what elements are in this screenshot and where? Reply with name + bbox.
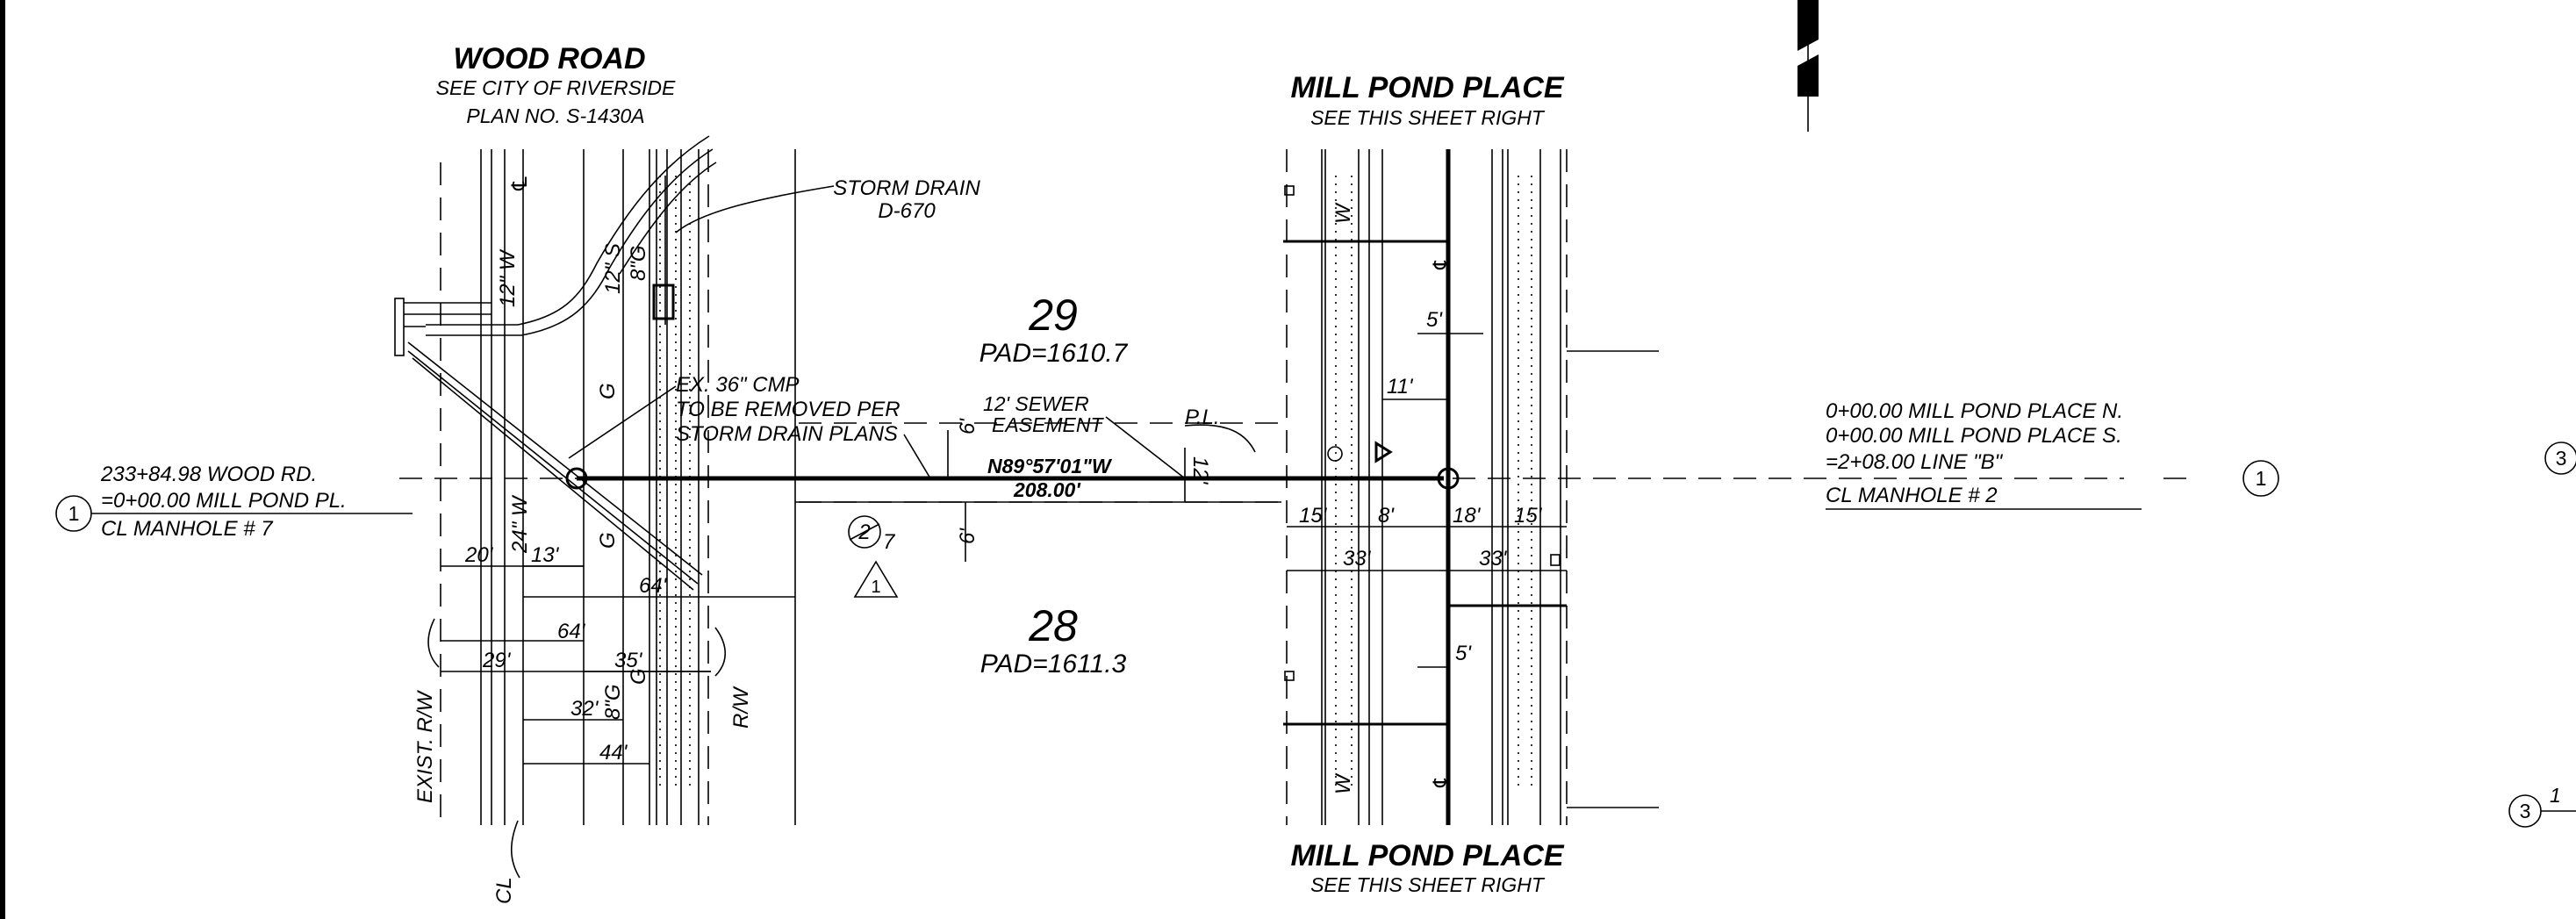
left-station-line3: CL MANHOLE # 7 (101, 517, 274, 541)
dim-18: 18' (1453, 504, 1482, 528)
delta-triangle-number: 1 (871, 578, 880, 597)
dim-15a: 15' (1299, 504, 1328, 528)
distance-label: 208.00' (1013, 478, 1081, 501)
lot-28-number: 28 (1028, 601, 1078, 650)
ex-cmp-line3: STORM DRAIN PLANS (676, 422, 898, 446)
lot-29-pad: PAD=1610.7 (979, 339, 1129, 368)
right-station-line4: CL MANHOLE # 2 (1826, 484, 1998, 507)
left-station-line2: =0+00.00 MILL POND PL. (101, 489, 347, 513)
sewer-easement-line2: EASEMENT (992, 413, 1104, 436)
right-station-marker-text: 1 (2256, 467, 2267, 490)
sewer-12-label: 12" S (601, 243, 625, 294)
w-bottom-label: W (1331, 772, 1355, 794)
right-station-line3: =2+08.00 LINE "B" (1826, 450, 2004, 474)
edge-marker-1-text: 3 (2556, 447, 2567, 470)
mill-pond-corridor (1283, 149, 1659, 825)
dim-13: 13' (531, 543, 560, 567)
dim-20: 20' (464, 543, 494, 567)
storm-drain-pipe (394, 135, 717, 356)
dim-6b: 6' (956, 528, 979, 544)
water-12-label: 12" W (496, 248, 520, 307)
exist-rw-label: EXIST. R/W (413, 690, 437, 803)
dim-15b: 15' (1514, 504, 1543, 528)
dim-33a: 33' (1343, 547, 1372, 571)
right-station-line1: 0+00.00 MILL POND PLACE N. (1826, 399, 2123, 423)
wood-road-line2: PLAN NO. S-1430A (466, 104, 644, 127)
edge-marker-1 (2544, 442, 2576, 475)
manhole-7 (565, 467, 588, 490)
dim-44: 44' (599, 741, 628, 765)
left-station-marker-text: 1 (68, 502, 80, 525)
wood-road-title: WOOD ROAD (453, 42, 645, 75)
gas-8-bottom-label: 8"G (601, 684, 625, 720)
dim-5b: 5' (1455, 642, 1472, 665)
water-24-label: 24" W (508, 494, 532, 554)
dim-11: 11' (1387, 375, 1414, 398)
existing-cmp-diagonal (407, 341, 703, 591)
centerline-symbol-mill-top: ℄ (1430, 253, 1453, 272)
dim-6a: 6' (956, 418, 979, 434)
centerline-symbol-wood-top: ℄ (508, 174, 532, 193)
sewer-easement-line1: 12' SEWER (983, 392, 1089, 415)
delta-triangle-icon (853, 560, 899, 598)
dim-8: 8' (1378, 504, 1395, 528)
rw-right-label: R/W (729, 686, 753, 729)
w-top-label: W (1331, 202, 1355, 224)
ex-cmp-line1: EX. 36" CMP (676, 373, 800, 397)
centerline-symbol-mill-bottom: ℄ (1430, 771, 1453, 790)
right-station-marker (2242, 460, 2279, 497)
edge-marker-2-label: 1 (2550, 784, 2561, 807)
mill-pond-top-note: SEE THIS SHEET RIGHT (1310, 106, 1546, 129)
gas-g1-label: G (596, 383, 620, 399)
lot-29-number: 29 (1028, 291, 1078, 340)
cl-label: CL (492, 877, 516, 904)
dim-64b: 64' (557, 620, 586, 643)
wood-road-corridor (440, 149, 796, 825)
property-line-label: P.L. (1185, 406, 1220, 429)
wood-road-line1: SEE CITY OF RIVERSIDE (436, 76, 676, 99)
storm-drain-line1: STORM DRAIN (833, 176, 980, 200)
north-arrow (1797, 0, 1819, 132)
mill-pond-bottom-title: MILL POND PLACE (1290, 839, 1564, 872)
delta-marker-circle (848, 515, 881, 549)
dimension-lines (427, 185, 2142, 879)
dim-35: 35' (614, 649, 643, 672)
right-station-line2: 0+00.00 MILL POND PLACE S. (1826, 424, 2122, 448)
sewer-main (399, 422, 2190, 503)
dim-64a: 64' (639, 574, 668, 598)
gas-g3-label: G (627, 668, 650, 685)
dim-12: 12' (1188, 456, 1212, 485)
lot-28-pad: PAD=1611.3 (980, 650, 1127, 678)
dim-5a: 5' (1426, 308, 1443, 332)
mill-pond-top-title: MILL POND PLACE (1290, 71, 1564, 104)
gas-8-top-label: 8"G (627, 245, 650, 281)
bearing-label: N89°57'01"W (987, 455, 1113, 477)
dim-32: 32' (570, 697, 599, 721)
edge-marker-2-text: 3 (2520, 800, 2531, 822)
gas-g2-label: G (596, 532, 620, 549)
mill-pond-bottom-note: SEE THIS SHEET RIGHT (1310, 873, 1546, 896)
dim-29: 29' (482, 649, 512, 672)
left-station-line1: 233+84.98 WOOD RD. (100, 463, 317, 486)
ex-cmp-line2: TO BE REMOVED PER (676, 398, 901, 421)
storm-drain-line2: D-670 (878, 199, 936, 223)
dim-33b: 33' (1479, 547, 1508, 571)
delta-marker-number: 7 (883, 530, 896, 554)
